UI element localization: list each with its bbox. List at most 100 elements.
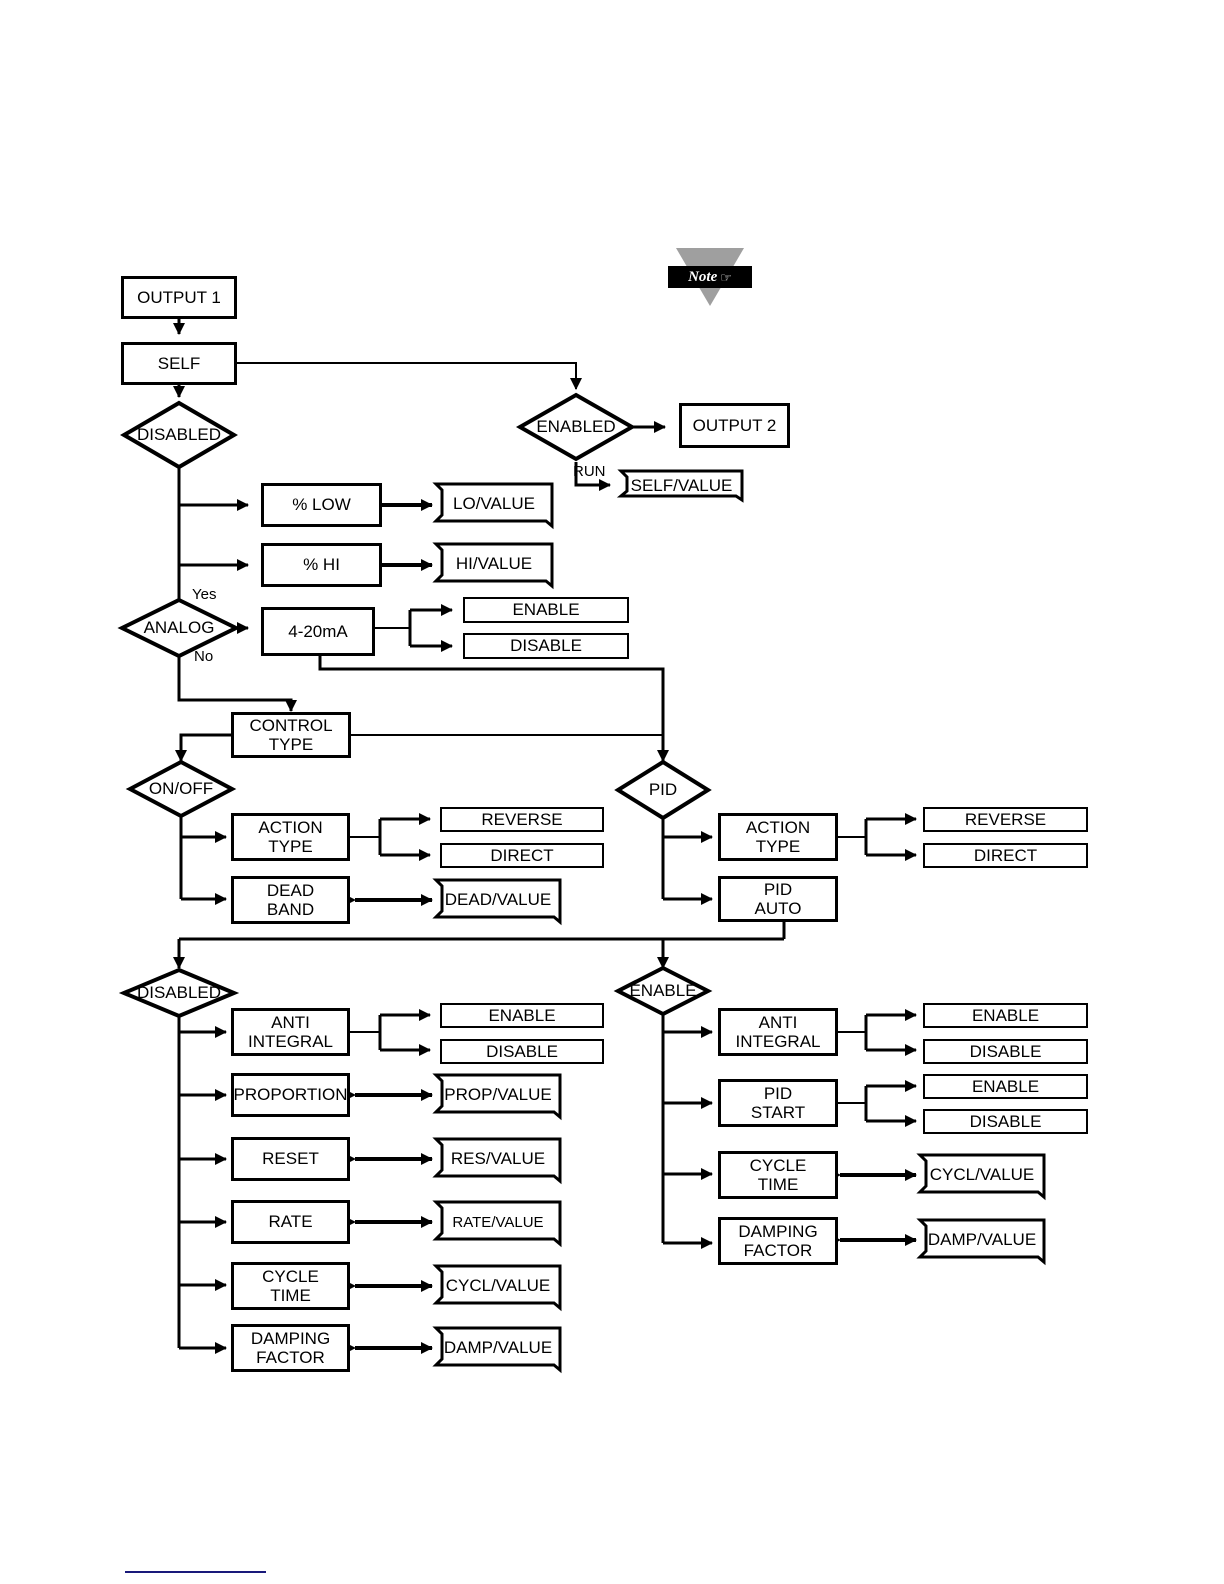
node-self-label: SELF <box>157 353 201 373</box>
footer-rule <box>125 1571 266 1573</box>
node-right-anti-integral-line2: INTEGRAL <box>735 1032 821 1051</box>
note-band: Note ☞ <box>668 266 752 288</box>
node-left-ai-disable-label: DISABLE <box>486 1041 558 1061</box>
node-right-ai-disable[interactable]: DISABLE <box>923 1039 1088 1064</box>
node-right-ps-enable[interactable]: ENABLE <box>923 1074 1088 1099</box>
doc-damp-value-right <box>916 1218 1046 1266</box>
doc-damp-value-right[interactable]: DAMP/VALUE <box>920 1220 1044 1260</box>
node-right-anti-integral[interactable]: ANTI INTEGRAL <box>718 1008 838 1056</box>
doc-prop-value <box>432 1073 562 1121</box>
decision-disabled-bottom <box>118 967 240 1019</box>
node-right-ai-disable-label: DISABLE <box>969 1041 1042 1061</box>
node-pct-low[interactable]: % LOW <box>261 483 382 527</box>
doc-self-value <box>616 469 744 503</box>
decision-enabled-top <box>515 392 637 462</box>
node-left-proportion[interactable]: PROPORTION <box>231 1073 350 1117</box>
node-onoff-action-type[interactable]: ACTION TYPE <box>231 813 350 861</box>
node-onoff-reverse[interactable]: REVERSE <box>440 807 604 832</box>
doc-res-value-label: RES/VALUE <box>450 1149 546 1168</box>
doc-damp-value-left-label: DAMP/VALUE <box>443 1338 553 1357</box>
node-analog-disable[interactable]: DISABLE <box>463 633 629 659</box>
doc-self-value-label: SELF/VALUE <box>630 475 733 495</box>
node-analog-disable-label: DISABLE <box>510 636 582 656</box>
doc-dead-value[interactable]: DEAD/VALUE <box>436 880 560 920</box>
node-left-cycle-time[interactable]: CYCLE TIME <box>231 1262 350 1310</box>
doc-prop-value-label: PROP/VALUE <box>444 1085 552 1104</box>
doc-hi-value <box>432 542 554 590</box>
doc-cycl-value-right[interactable]: CYCL/VALUE <box>920 1155 1044 1195</box>
edge-label-run: RUN <box>573 463 606 480</box>
node-right-ps-enable-label: ENABLE <box>971 1076 1040 1096</box>
doc-res-value[interactable]: RES/VALUE <box>436 1139 560 1179</box>
doc-damp-value-left <box>432 1326 562 1374</box>
pointing-hand-icon: ☞ <box>720 269 732 285</box>
note-callout[interactable]: Note ☞ <box>668 248 752 310</box>
node-dead-band[interactable]: DEAD BAND <box>231 876 350 924</box>
node-output-2-label: OUTPUT 2 <box>692 415 777 435</box>
node-right-ai-enable-label: ENABLE <box>971 1005 1040 1025</box>
node-dead-band-line2: BAND <box>266 900 315 919</box>
doc-cycl-value-left[interactable]: CYCL/VALUE <box>436 1266 560 1306</box>
node-left-anti-integral[interactable]: ANTI INTEGRAL <box>231 1008 350 1056</box>
node-right-pid-start-line1: PID <box>763 1083 793 1103</box>
node-left-anti-integral-line2: INTEGRAL <box>247 1032 334 1051</box>
node-pid-reverse-label: REVERSE <box>964 809 1047 829</box>
node-right-damping-factor-line2: FACTOR <box>743 1241 813 1260</box>
node-pct-hi-label: % HI <box>303 555 340 575</box>
node-right-pid-start[interactable]: PID START <box>718 1079 838 1127</box>
edge-label-analog-yes: Yes <box>192 586 217 603</box>
node-pid-auto-line2: AUTO <box>754 899 802 918</box>
node-left-ai-enable-label: ENABLE <box>488 1005 556 1025</box>
node-analog-enable[interactable]: ENABLE <box>463 597 629 623</box>
node-left-rate[interactable]: RATE <box>231 1200 350 1244</box>
node-left-cycle-time-line1: CYCLE <box>262 1266 319 1286</box>
node-onoff-direct[interactable]: DIRECT <box>440 843 604 868</box>
node-control-type[interactable]: CONTROL TYPE <box>231 712 351 758</box>
node-output-1-label: OUTPUT 1 <box>137 287 221 307</box>
doc-lo-value <box>432 482 554 530</box>
doc-hi-value[interactable]: HI/VALUE <box>436 544 552 584</box>
node-output-1[interactable]: OUTPUT 1 <box>121 276 237 319</box>
node-4-20ma[interactable]: 4-20mA <box>261 607 375 656</box>
node-left-rate-label: RATE <box>268 1212 313 1232</box>
node-left-ai-disable[interactable]: DISABLE <box>440 1039 604 1064</box>
node-right-cycle-time[interactable]: CYCLE TIME <box>718 1151 838 1199</box>
node-control-type-line2: TYPE <box>268 735 314 754</box>
doc-lo-value-label: LO/VALUE <box>453 494 535 513</box>
node-right-damping-factor-line1: DAMPING <box>738 1221 818 1241</box>
node-right-damping-factor[interactable]: DAMPING FACTOR <box>718 1217 838 1265</box>
node-left-anti-integral-line1: ANTI <box>271 1012 310 1032</box>
doc-res-value <box>432 1137 562 1185</box>
node-right-ps-disable[interactable]: DISABLE <box>923 1109 1088 1134</box>
node-pid-reverse[interactable]: REVERSE <box>923 807 1088 832</box>
node-onoff-direct-label: DIRECT <box>490 845 554 865</box>
node-pid-auto[interactable]: PID AUTO <box>718 876 838 922</box>
doc-cycl-value-right-label: CYCL/VALUE <box>929 1165 1035 1184</box>
node-left-ai-enable[interactable]: ENABLE <box>440 1003 604 1028</box>
edge-label-analog-no: No <box>194 648 214 665</box>
node-left-damping-factor[interactable]: DAMPING FACTOR <box>231 1324 350 1372</box>
doc-hi-value-label: HI/VALUE <box>455 554 533 573</box>
node-right-ps-disable-label: DISABLE <box>969 1111 1042 1131</box>
node-right-ai-enable[interactable]: ENABLE <box>923 1003 1088 1028</box>
node-self[interactable]: SELF <box>121 342 237 385</box>
doc-cycl-value-right <box>916 1153 1046 1201</box>
node-left-proportion-label: PROPORTION <box>233 1085 348 1105</box>
node-pct-hi[interactable]: % HI <box>261 543 382 587</box>
doc-damp-value-right-label: DAMP/VALUE <box>927 1230 1037 1249</box>
doc-prop-value[interactable]: PROP/VALUE <box>436 1075 560 1115</box>
doc-lo-value[interactable]: LO/VALUE <box>436 484 552 524</box>
doc-rate-value[interactable]: RATE/VALUE <box>436 1202 560 1242</box>
decision-pid <box>614 759 712 821</box>
node-left-reset-label: RESET <box>262 1149 319 1169</box>
node-left-damping-factor-line2: FACTOR <box>256 1348 325 1367</box>
node-pid-action-type[interactable]: ACTION TYPE <box>718 813 838 861</box>
doc-self-value[interactable]: SELF/VALUE <box>621 471 742 500</box>
doc-dead-value-label: DEAD/VALUE <box>444 890 552 909</box>
node-pid-direct[interactable]: DIRECT <box>923 843 1088 868</box>
doc-damp-value-left[interactable]: DAMP/VALUE <box>436 1328 560 1368</box>
node-output-2[interactable]: OUTPUT 2 <box>679 403 790 448</box>
node-left-reset[interactable]: RESET <box>231 1137 350 1181</box>
